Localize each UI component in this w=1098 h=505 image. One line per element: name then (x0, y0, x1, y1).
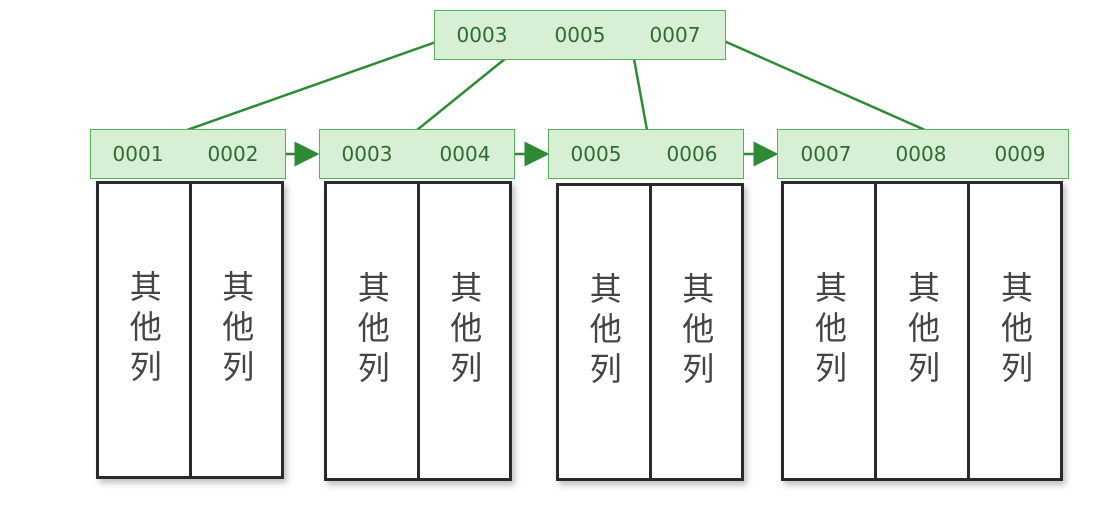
cell-label: 其他列 (584, 272, 623, 392)
leaf-key: 0004 (439, 142, 491, 166)
leaf-node-4: 0007 0008 0009 (777, 129, 1069, 179)
cell-label: 其他列 (217, 270, 256, 390)
cell-label: 其他列 (810, 271, 848, 391)
cell-label: 其他列 (124, 270, 163, 390)
cell-label: 其他列 (445, 271, 484, 391)
leaf-key: 0009 (994, 142, 1046, 166)
leaf-data-block-2: 其他列 其他列 (324, 181, 512, 481)
data-cell: 其他列 (784, 184, 877, 478)
root-node: 0003 0005 0007 (434, 10, 726, 60)
root-key: 0003 (456, 23, 508, 47)
leaf-key: 0008 (895, 142, 947, 166)
data-cell: 其他列 (99, 184, 192, 476)
data-cell: 其他列 (559, 186, 652, 478)
data-cell: 其他列 (420, 184, 510, 478)
data-cell: 其他列 (970, 184, 1060, 478)
leaf-data-block-4: 其他列 其他列 其他列 (781, 181, 1063, 481)
data-cell: 其他列 (652, 186, 742, 478)
leaf-key: 0006 (666, 142, 718, 166)
leaf-node-1: 0001 0002 (90, 129, 286, 179)
leaf-key: 0005 (570, 142, 622, 166)
edge-root-leaf4 (714, 35, 926, 132)
root-key: 0007 (649, 23, 701, 47)
data-cell: 其他列 (192, 184, 282, 476)
leaf-node-2: 0003 0004 (319, 129, 515, 179)
leaf-key: 0003 (341, 142, 393, 166)
data-cell: 其他列 (877, 184, 970, 478)
edge-root-leaf1 (186, 35, 451, 132)
leaf-data-block-1: 其他列 其他列 (96, 181, 284, 479)
cell-label: 其他列 (996, 271, 1034, 391)
leaf-key: 0002 (207, 142, 259, 166)
data-cell: 其他列 (327, 184, 420, 478)
leaf-key: 0001 (112, 142, 164, 166)
root-key: 0005 (554, 23, 606, 47)
leaf-key: 0007 (800, 142, 852, 166)
cell-label: 其他列 (903, 271, 941, 391)
leaf-node-3: 0005 0006 (548, 129, 744, 179)
cell-label: 其他列 (352, 271, 391, 391)
leaf-data-block-3: 其他列 其他列 (556, 183, 744, 481)
cell-label: 其他列 (677, 272, 716, 392)
